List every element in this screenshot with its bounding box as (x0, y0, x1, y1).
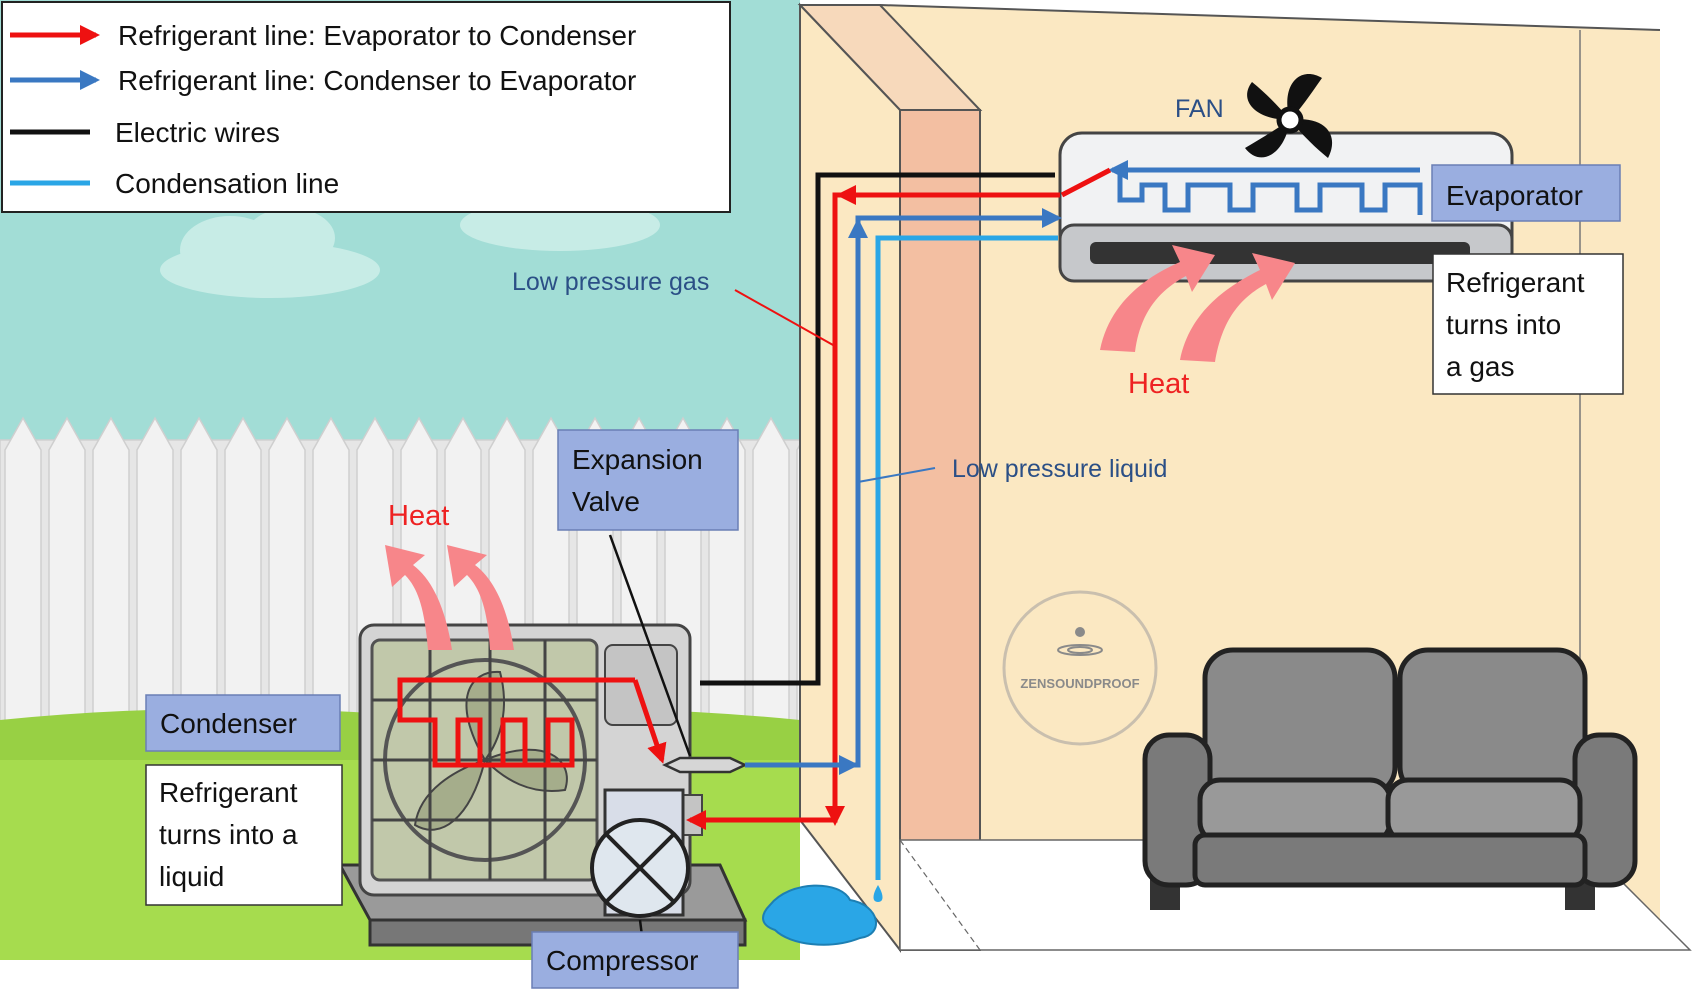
sofa (1142, 647, 1638, 910)
heat-arrow-outdoor (385, 545, 514, 650)
compressor (590, 788, 690, 918)
legend-label: Refrigerant line: Condenser to Evaporato… (118, 65, 636, 96)
legend-item: Condensation line (10, 168, 339, 199)
low-pressure-gas-pointer (734, 289, 834, 346)
expansion-valve-pointer (608, 534, 692, 757)
evaporator-note: Refrigerant turns into a gas (1432, 253, 1624, 395)
svg-text:a gas: a gas (1446, 351, 1515, 382)
legend: Refrigerant line: Evaporator to Condense… (1, 1, 731, 213)
condenser-note: Refrigerant turns into a liquid (145, 764, 343, 906)
expansion-valve-label: Expansion Valve (557, 429, 739, 531)
svg-text:Valve: Valve (572, 486, 640, 517)
svg-text:Refrigerant: Refrigerant (159, 777, 298, 808)
condenser-label: Condenser (145, 694, 341, 752)
heat-arrow-indoor (1100, 245, 1295, 362)
fan-label: FAN (1175, 95, 1224, 123)
low-pressure-liquid-label: Low pressure liquid (952, 455, 1167, 483)
svg-text:turns into a: turns into a (159, 819, 298, 850)
condensation-line (875, 235, 1058, 880)
svg-text:ZENSOUNDPROOF: ZENSOUNDPROOF (1020, 676, 1139, 691)
svg-text:liquid: liquid (159, 861, 224, 892)
water-puddle (762, 884, 877, 946)
svg-text:Compressor: Compressor (546, 945, 698, 976)
svg-text:Expansion: Expansion (572, 444, 703, 475)
svg-text:Condenser: Condenser (160, 708, 297, 739)
heat-label-outdoor: Heat (388, 500, 449, 532)
legend-label: Electric wires (115, 117, 280, 148)
low-pressure-gas-label: Low pressure gas (512, 268, 709, 296)
heat-label-indoor: Heat (1128, 368, 1189, 400)
svg-text:Refrigerant: Refrigerant (1446, 267, 1585, 298)
svg-text:turns into: turns into (1446, 309, 1561, 340)
fence-picket (4, 416, 42, 771)
condenser-coil (397, 677, 635, 768)
water-drop-icon (873, 885, 883, 902)
evaporator-label: Evaporator (1431, 164, 1621, 222)
svg-text:Evaporator: Evaporator (1446, 180, 1583, 211)
fan-icon (1245, 74, 1333, 158)
compressor-label: Compressor (531, 931, 739, 989)
legend-label: Condensation line (115, 168, 339, 199)
legend-item: Electric wires (10, 117, 280, 148)
watermark-logo: ZENSOUNDPROOF (1002, 590, 1158, 746)
electric-wire (700, 172, 1055, 686)
legend-item: Refrigerant line: Condenser to Evaporato… (10, 65, 636, 96)
evaporator-coil (1117, 167, 1423, 215)
legend-label: Refrigerant line: Evaporator to Condense… (118, 20, 636, 51)
legend-item: Refrigerant line: Evaporator to Condense… (10, 20, 636, 51)
expansion-valve (662, 756, 748, 774)
low-pressure-liquid-pointer (857, 467, 936, 483)
